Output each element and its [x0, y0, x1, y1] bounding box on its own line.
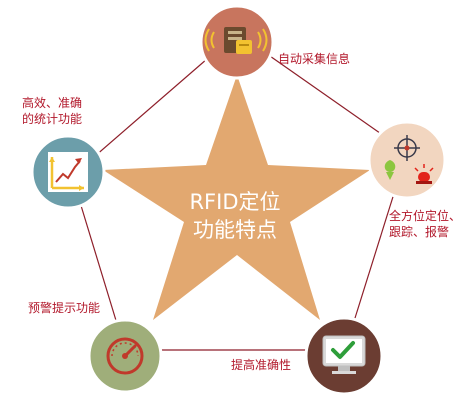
rfid-card-scanner-icon: [204, 27, 268, 54]
feature-label-line: 全方位定位、: [389, 209, 462, 223]
monitor-checkmark-icon: [322, 335, 366, 374]
center-star: [103, 75, 370, 320]
feature-label-statistics: 高效、准确 的统计功能: [22, 95, 82, 127]
feature-label-line: 自动采集信息: [278, 52, 351, 66]
center-title: RFID定位 功能特点: [145, 188, 325, 244]
feature-label-auto-collect: 自动采集信息: [278, 51, 350, 67]
feature-label-early-warning: 预警提示功能: [28, 300, 100, 316]
center-title-line-2: 功能特点: [193, 218, 277, 242]
location-tracking-alarm-icon: [384, 135, 434, 184]
feature-node-accuracy: [304, 316, 384, 396]
feature-node-early-warning: [87, 318, 163, 394]
feature-label-line: 高效、准确: [22, 96, 83, 110]
rising-chart-icon: [48, 152, 88, 192]
feature-node-location-tracking: [367, 120, 447, 200]
feature-label-location-tracking: 全方位定位、 跟踪、报警: [389, 208, 461, 240]
gauge-meter-icon: [106, 337, 144, 375]
feature-node-statistics: [30, 134, 106, 210]
feature-node-auto-collect: [199, 4, 275, 80]
feature-label-line: 预警提示功能: [28, 301, 101, 315]
center-title-line-1: RFID定位: [189, 190, 281, 214]
feature-label-line: 提高准确性: [231, 358, 292, 372]
feature-label-accuracy: 提高准确性: [231, 357, 291, 373]
feature-label-line: 跟踪、报警: [389, 225, 450, 239]
feature-label-line: 的统计功能: [22, 112, 83, 126]
